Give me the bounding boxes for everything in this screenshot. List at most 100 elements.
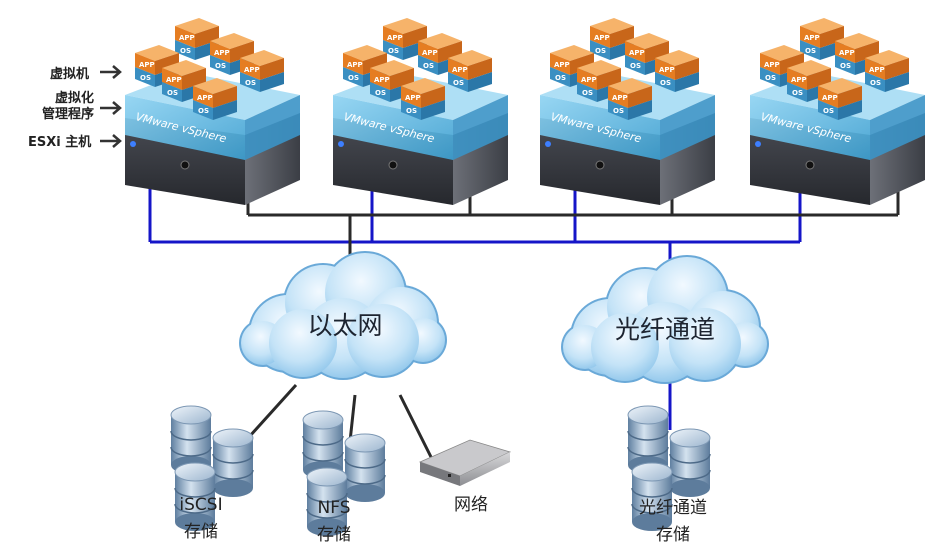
- vm-cube-icon: APP OS: [240, 50, 284, 92]
- vm-app-label: APP: [659, 66, 675, 74]
- vm-app-label: APP: [822, 94, 838, 102]
- server-button-icon: [805, 160, 815, 170]
- network-appliance-icon: [418, 439, 512, 486]
- vm-app-label: APP: [791, 76, 807, 84]
- power-led-icon: [338, 141, 344, 147]
- vm-app-label: APP: [452, 66, 468, 74]
- vm-app-label: APP: [612, 94, 628, 102]
- vm-os-label: OS: [348, 74, 359, 82]
- vm-os-label: OS: [805, 47, 816, 55]
- server-button-icon: [180, 160, 190, 170]
- vm-app-label: APP: [554, 61, 570, 69]
- vm-os-label: OS: [595, 47, 606, 55]
- vm-os-label: OS: [180, 47, 191, 55]
- vm-app-label: APP: [764, 61, 780, 69]
- vm-os-label: OS: [582, 89, 593, 97]
- server-button-icon: [595, 160, 605, 170]
- hypervisor-layer: [540, 95, 660, 160]
- vm-os-label: OS: [215, 62, 226, 70]
- label-hypervisor-2: 管理程序: [42, 106, 94, 122]
- disk-cylinder-icon: [306, 467, 348, 536]
- vm-app-label: APP: [244, 66, 260, 74]
- vm-os-label: OS: [453, 79, 464, 87]
- disk-cylinder-icon: [212, 428, 254, 497]
- vm-cube-icon: APP OS: [175, 18, 219, 60]
- label-vm: 虚拟机: [50, 66, 89, 82]
- label-hypervisor-1: 虚拟化: [55, 90, 94, 106]
- hypervisor-layer: [125, 95, 245, 160]
- fc-storage-label-2: 存储: [656, 525, 690, 545]
- hypervisor-layer: [333, 95, 453, 160]
- vm-app-label: APP: [387, 34, 403, 42]
- vm-cube-icon: APP OS: [608, 78, 652, 120]
- vm-app-label: APP: [422, 49, 438, 57]
- vm-os-label: OS: [245, 79, 256, 87]
- vm-os-label: OS: [423, 62, 434, 70]
- vm-app-label: APP: [804, 34, 820, 42]
- vm-cube-icon: APP OS: [401, 78, 445, 120]
- disk-cylinder-icon: [344, 433, 386, 502]
- vm-os-label: OS: [140, 74, 151, 82]
- vm-os-label: OS: [630, 62, 641, 70]
- vm-cube-icon: APP OS: [448, 50, 492, 92]
- nfs-label-2: 存储: [317, 525, 351, 545]
- vm-os-label: OS: [840, 62, 851, 70]
- disk-cylinder-icon: [174, 462, 216, 531]
- fc-storage-icon: [627, 405, 711, 531]
- vm-os-label: OS: [555, 74, 566, 82]
- vm-app-label: APP: [139, 61, 155, 69]
- label-esxi-host: ESXi 主机: [28, 134, 91, 150]
- hypervisor-layer: [750, 95, 870, 160]
- vm-app-label: APP: [347, 61, 363, 69]
- storage-devices: [170, 405, 711, 536]
- iscsi-label: iSCSI: [179, 495, 222, 515]
- vm-app-label: APP: [405, 94, 421, 102]
- vm-app-label: APP: [374, 76, 390, 84]
- vm-os-label: OS: [388, 47, 399, 55]
- vm-cube-icon: APP OS: [193, 78, 237, 120]
- vm-os-label: OS: [765, 74, 776, 82]
- vm-app-label: APP: [869, 66, 885, 74]
- arrow-right-icon: [100, 134, 122, 148]
- fibre-channel-cloud-icon: [561, 255, 769, 384]
- vm-os-label: OS: [406, 107, 417, 115]
- clouds: [239, 251, 769, 384]
- vm-os-label: OS: [613, 107, 624, 115]
- vm-app-label: APP: [839, 49, 855, 57]
- arrow-icons: [100, 65, 122, 148]
- server-button-icon: [388, 160, 398, 170]
- vm-app-label: APP: [166, 76, 182, 84]
- arrow-right-icon: [100, 65, 122, 79]
- vm-os-label: OS: [375, 89, 386, 97]
- layer-labels: 虚拟机 虚拟化 管理程序 ESXi 主机: [28, 65, 122, 150]
- ethernet-cloud-icon: [239, 251, 447, 380]
- disk-cylinder-icon: [170, 405, 212, 474]
- vm-app-label: APP: [629, 49, 645, 57]
- vm-os-label: OS: [198, 107, 209, 115]
- vm-app-label: APP: [179, 34, 195, 42]
- vm-app-label: APP: [594, 34, 610, 42]
- vm-app-label: APP: [214, 49, 230, 57]
- vm-app-label: APP: [197, 94, 213, 102]
- vm-os-label: OS: [167, 89, 178, 97]
- fc-cloud-label: 光纤通道: [615, 315, 715, 344]
- vm-cube-icon: APP OS: [590, 18, 634, 60]
- disk-cylinder-icon: [631, 462, 673, 531]
- iscsi-storage-icon: [170, 405, 254, 531]
- nfs-storage-icon: [302, 410, 386, 536]
- power-led-icon: [545, 141, 551, 147]
- fc-storage-label: 光纤通道: [639, 498, 707, 518]
- vm-app-label: APP: [581, 76, 597, 84]
- vm-cube-icon: APP OS: [383, 18, 427, 60]
- iscsi-label-2: 存储: [184, 522, 218, 542]
- disk-cylinder-icon: [669, 428, 711, 497]
- power-led-icon: [130, 141, 136, 147]
- arrow-right-icon: [100, 101, 122, 115]
- vm-os-label: OS: [660, 79, 671, 87]
